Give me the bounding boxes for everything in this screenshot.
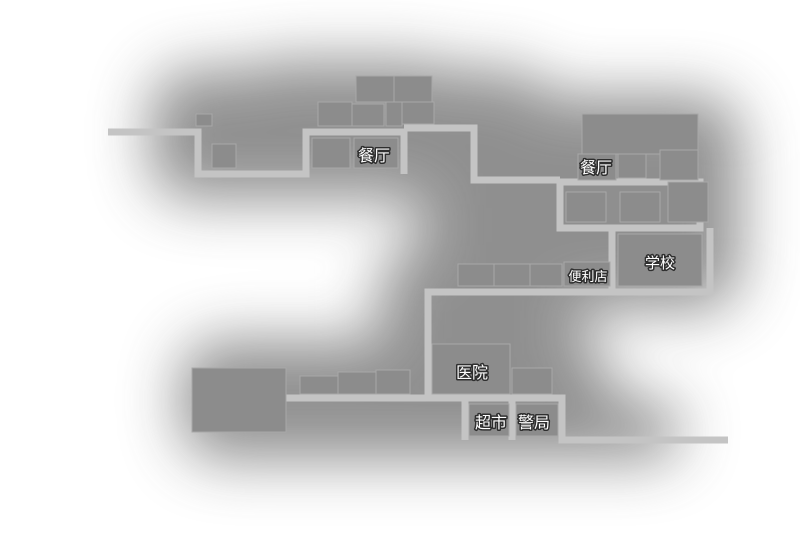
building — [351, 103, 385, 127]
road-school-side — [608, 228, 714, 296]
building-police-station — [515, 403, 559, 437]
building — [385, 101, 403, 127]
building — [337, 371, 377, 395]
buildings — [191, 75, 709, 437]
building-restaurant-west — [311, 137, 351, 169]
road-east-block — [556, 178, 704, 232]
building — [195, 113, 213, 127]
label-police-station[interactable]: 警局 — [516, 412, 551, 434]
building — [355, 75, 395, 103]
building — [619, 191, 661, 223]
building-school — [617, 233, 703, 287]
building — [393, 75, 433, 103]
road-south — [286, 394, 728, 444]
building — [317, 101, 353, 127]
building — [493, 263, 531, 287]
label-school[interactable]: 学校 — [643, 253, 676, 274]
building — [457, 263, 495, 287]
building — [565, 191, 607, 223]
road-north-connector — [404, 124, 560, 184]
building — [617, 153, 647, 179]
label-restaurant-west[interactable]: 餐厅 — [356, 145, 391, 167]
road-west-upper — [108, 128, 408, 178]
label-convenience-store[interactable]: 便利店 — [567, 269, 609, 287]
building-restaurant-east — [577, 153, 617, 181]
building — [659, 149, 699, 181]
label-restaurant-east[interactable]: 餐厅 — [578, 157, 613, 179]
building-hospital — [431, 343, 511, 395]
building — [375, 369, 411, 395]
building — [529, 263, 563, 287]
road-middle-connector — [424, 288, 612, 398]
building — [667, 181, 709, 223]
building — [581, 113, 699, 155]
building-convenience-store — [563, 261, 611, 287]
road-network — [108, 124, 728, 444]
building — [401, 101, 435, 125]
label-supermarket[interactable]: 超市 — [473, 412, 508, 434]
building — [299, 375, 339, 395]
place-labels: 餐厅 餐厅 学校 便利店 医院 超市 警局 — [356, 145, 676, 434]
label-hospital[interactable]: 医院 — [454, 362, 489, 384]
building — [211, 143, 237, 169]
building — [353, 137, 399, 169]
building-supermarket — [468, 403, 510, 437]
building — [191, 367, 287, 433]
building — [511, 367, 553, 395]
